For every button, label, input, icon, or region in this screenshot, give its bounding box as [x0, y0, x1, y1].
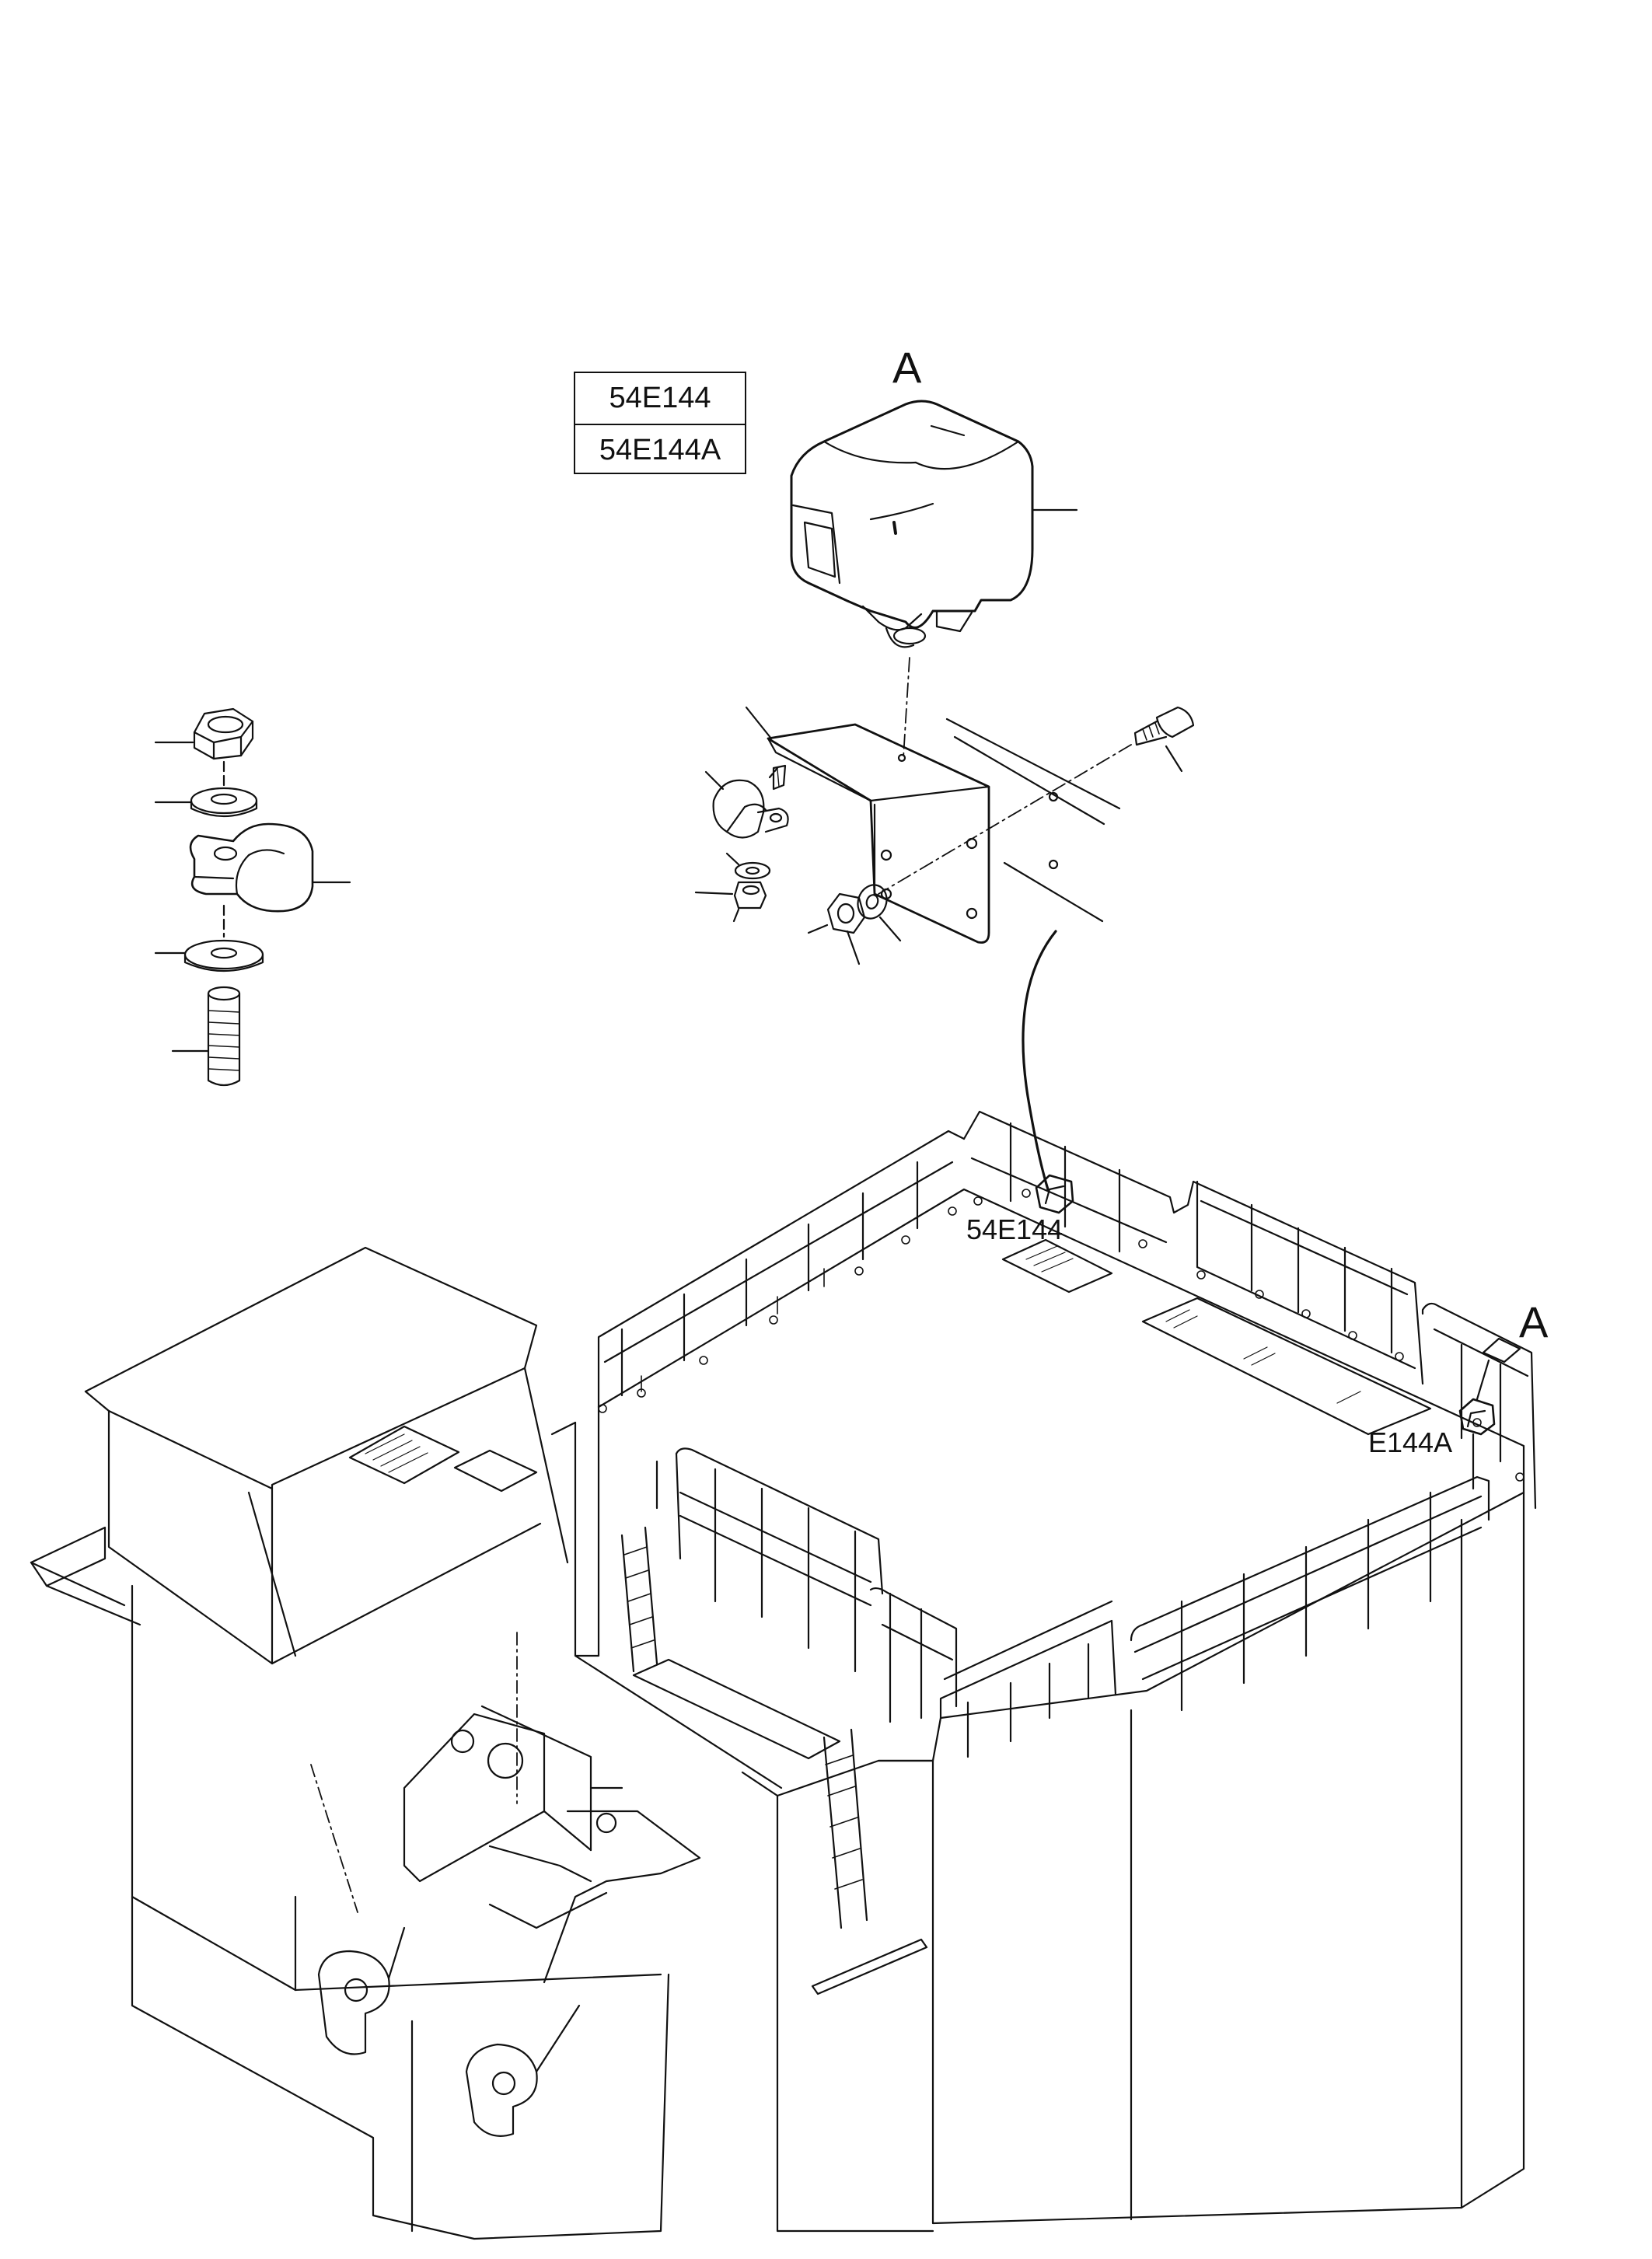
bracket-washer [857, 884, 902, 942]
code-table-row: 54E144A [575, 424, 745, 476]
bracket-nut [807, 892, 866, 965]
frame-rail [945, 718, 1121, 923]
leader-line-housing [1022, 930, 1057, 1191]
code-table-row: 54E144 [609, 382, 711, 414]
detail-letter-machine: A [1519, 1297, 1549, 1346]
lamp-right-side [1458, 1337, 1521, 1490]
lamp-on-deck [1035, 1174, 1074, 1214]
light-housing [790, 400, 1078, 648]
mounting-bracket [745, 706, 990, 944]
machine-platform [30, 1110, 1537, 2240]
cable-clamp-small [694, 764, 789, 923]
detail-letter-top: A [892, 343, 922, 392]
part-code-table: 54E144 54E144A [574, 372, 746, 474]
machine-label-e144a: E144A [1368, 1426, 1453, 1458]
exploded-stack [154, 707, 351, 1087]
hex-bolt [1133, 706, 1195, 773]
